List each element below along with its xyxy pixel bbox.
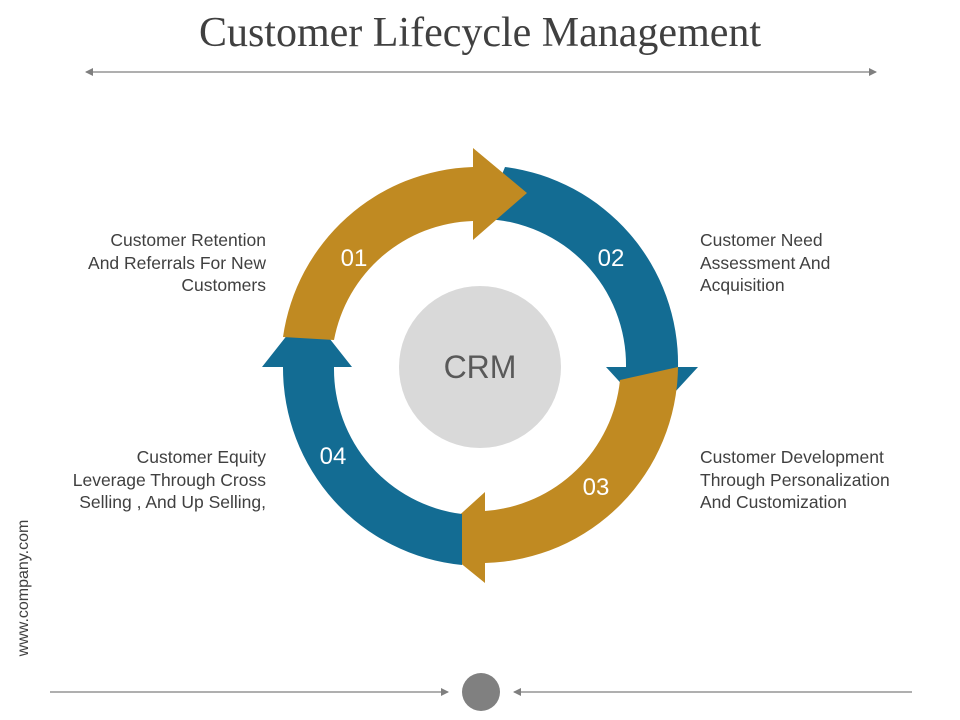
step-03-label-line: Through Personalization: [700, 469, 890, 490]
step-01-label-line: And Referrals For New: [88, 252, 266, 273]
step-03-number: 03: [583, 474, 610, 501]
crm-center-circle: [399, 286, 561, 448]
step-04-label: Customer Equity Leverage Through Cross S…: [26, 446, 266, 514]
step-01-label: Customer Retention And Referrals For New…: [26, 229, 266, 297]
step-03-label-line: Customer Development: [700, 447, 884, 467]
step-04-label-line: Customer Equity: [136, 447, 266, 467]
footer-url-text[interactable]: www.company.com: [15, 519, 32, 656]
step-01-number: 01: [341, 245, 368, 272]
step-02-arrow: [484, 167, 698, 417]
step-03-arrow: [432, 367, 678, 583]
step-03-label: Customer Development Through Personaliza…: [700, 446, 960, 514]
step-01-arrow: [283, 148, 527, 340]
nav-dot[interactable]: [462, 673, 500, 711]
step-04-number: 04: [320, 443, 347, 470]
page-title: Customer Lifecycle Management: [198, 10, 762, 56]
footer-url: www.company.com: [4, 505, 44, 670]
step-03-label-line: And Customization: [700, 492, 847, 512]
step-04-label-line: Leverage Through Cross: [72, 469, 266, 490]
step-02-label-line: Assessment And: [700, 252, 831, 273]
step-01-label-line: Customer Retention: [110, 230, 266, 250]
step-02-label: Customer Need Assessment And Acquisition: [700, 229, 960, 297]
step-04-label-line: Selling , And Up Selling,: [79, 492, 266, 512]
step-02-number: 02: [598, 245, 625, 272]
step-02-label-line: Customer Need: [700, 230, 823, 250]
crm-center-label: CRM: [444, 349, 517, 385]
step-01-label-line: Customers: [181, 275, 266, 295]
step-02-label-line: Acquisition: [700, 275, 785, 295]
cycle-ring: [262, 148, 698, 583]
step-04-arrow: [262, 310, 462, 565]
